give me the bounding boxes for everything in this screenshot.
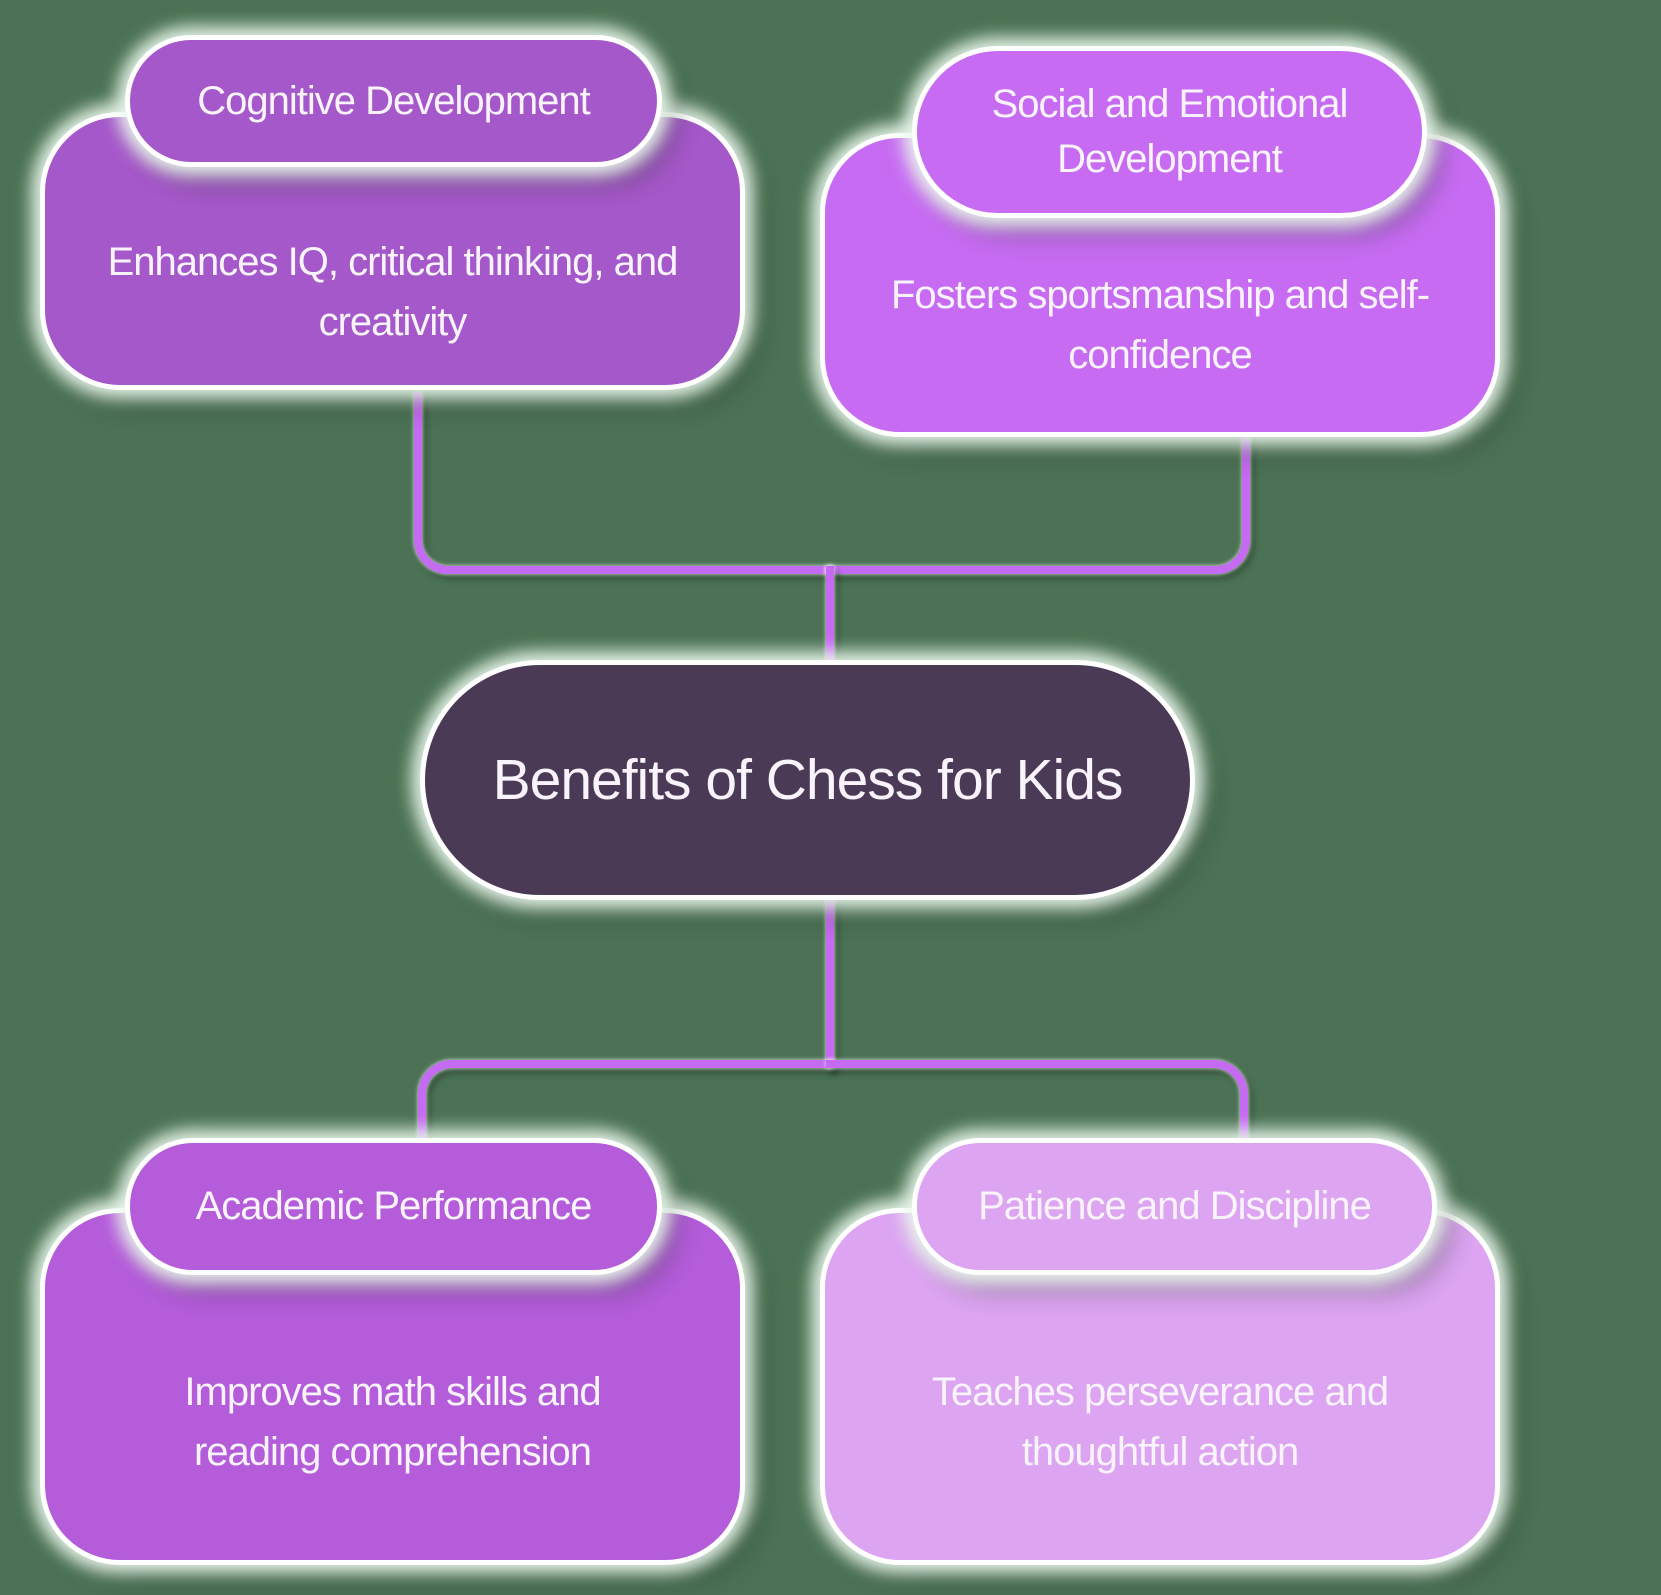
node-patience-discipline-description: Teaches perseverance and thoughtful acti…	[931, 1370, 1389, 1474]
connector-top-left-branch	[414, 392, 834, 574]
connector-bottom-right-branch	[826, 1060, 1248, 1142]
connector-bottom-left-branch	[418, 1060, 834, 1142]
node-academic-performance-title-pill[interactable]: Academic Performance	[125, 1138, 662, 1275]
node-social-emotional-title: Social and Emotional Development	[991, 82, 1349, 181]
node-cognitive-development-title-pill[interactable]: Cognitive Development	[125, 35, 662, 167]
connector-bottom-stem	[826, 896, 834, 1068]
node-patience-discipline-title: Patience and Discipline	[978, 1184, 1372, 1228]
node-academic-performance-description: Improves math skills and reading compreh…	[184, 1370, 601, 1474]
node-social-emotional-title-pill[interactable]: Social and Emotional Development	[912, 46, 1427, 218]
center-node[interactable]: Benefits of Chess for Kids	[420, 660, 1195, 900]
center-node-label: Benefits of Chess for Kids	[492, 748, 1124, 812]
node-social-emotional-description: Fosters sportsmanship and self-confidenc…	[890, 273, 1430, 377]
node-cognitive-development-title: Cognitive Development	[197, 78, 591, 123]
connector-top-right-branch	[826, 437, 1250, 574]
node-academic-performance-title: Academic Performance	[195, 1184, 593, 1228]
node-cognitive-development-description: Enhances IQ, critical thinking, and crea…	[107, 240, 679, 344]
connector-top-stem	[826, 566, 834, 666]
node-patience-discipline-title-pill[interactable]: Patience and Discipline	[912, 1138, 1437, 1275]
